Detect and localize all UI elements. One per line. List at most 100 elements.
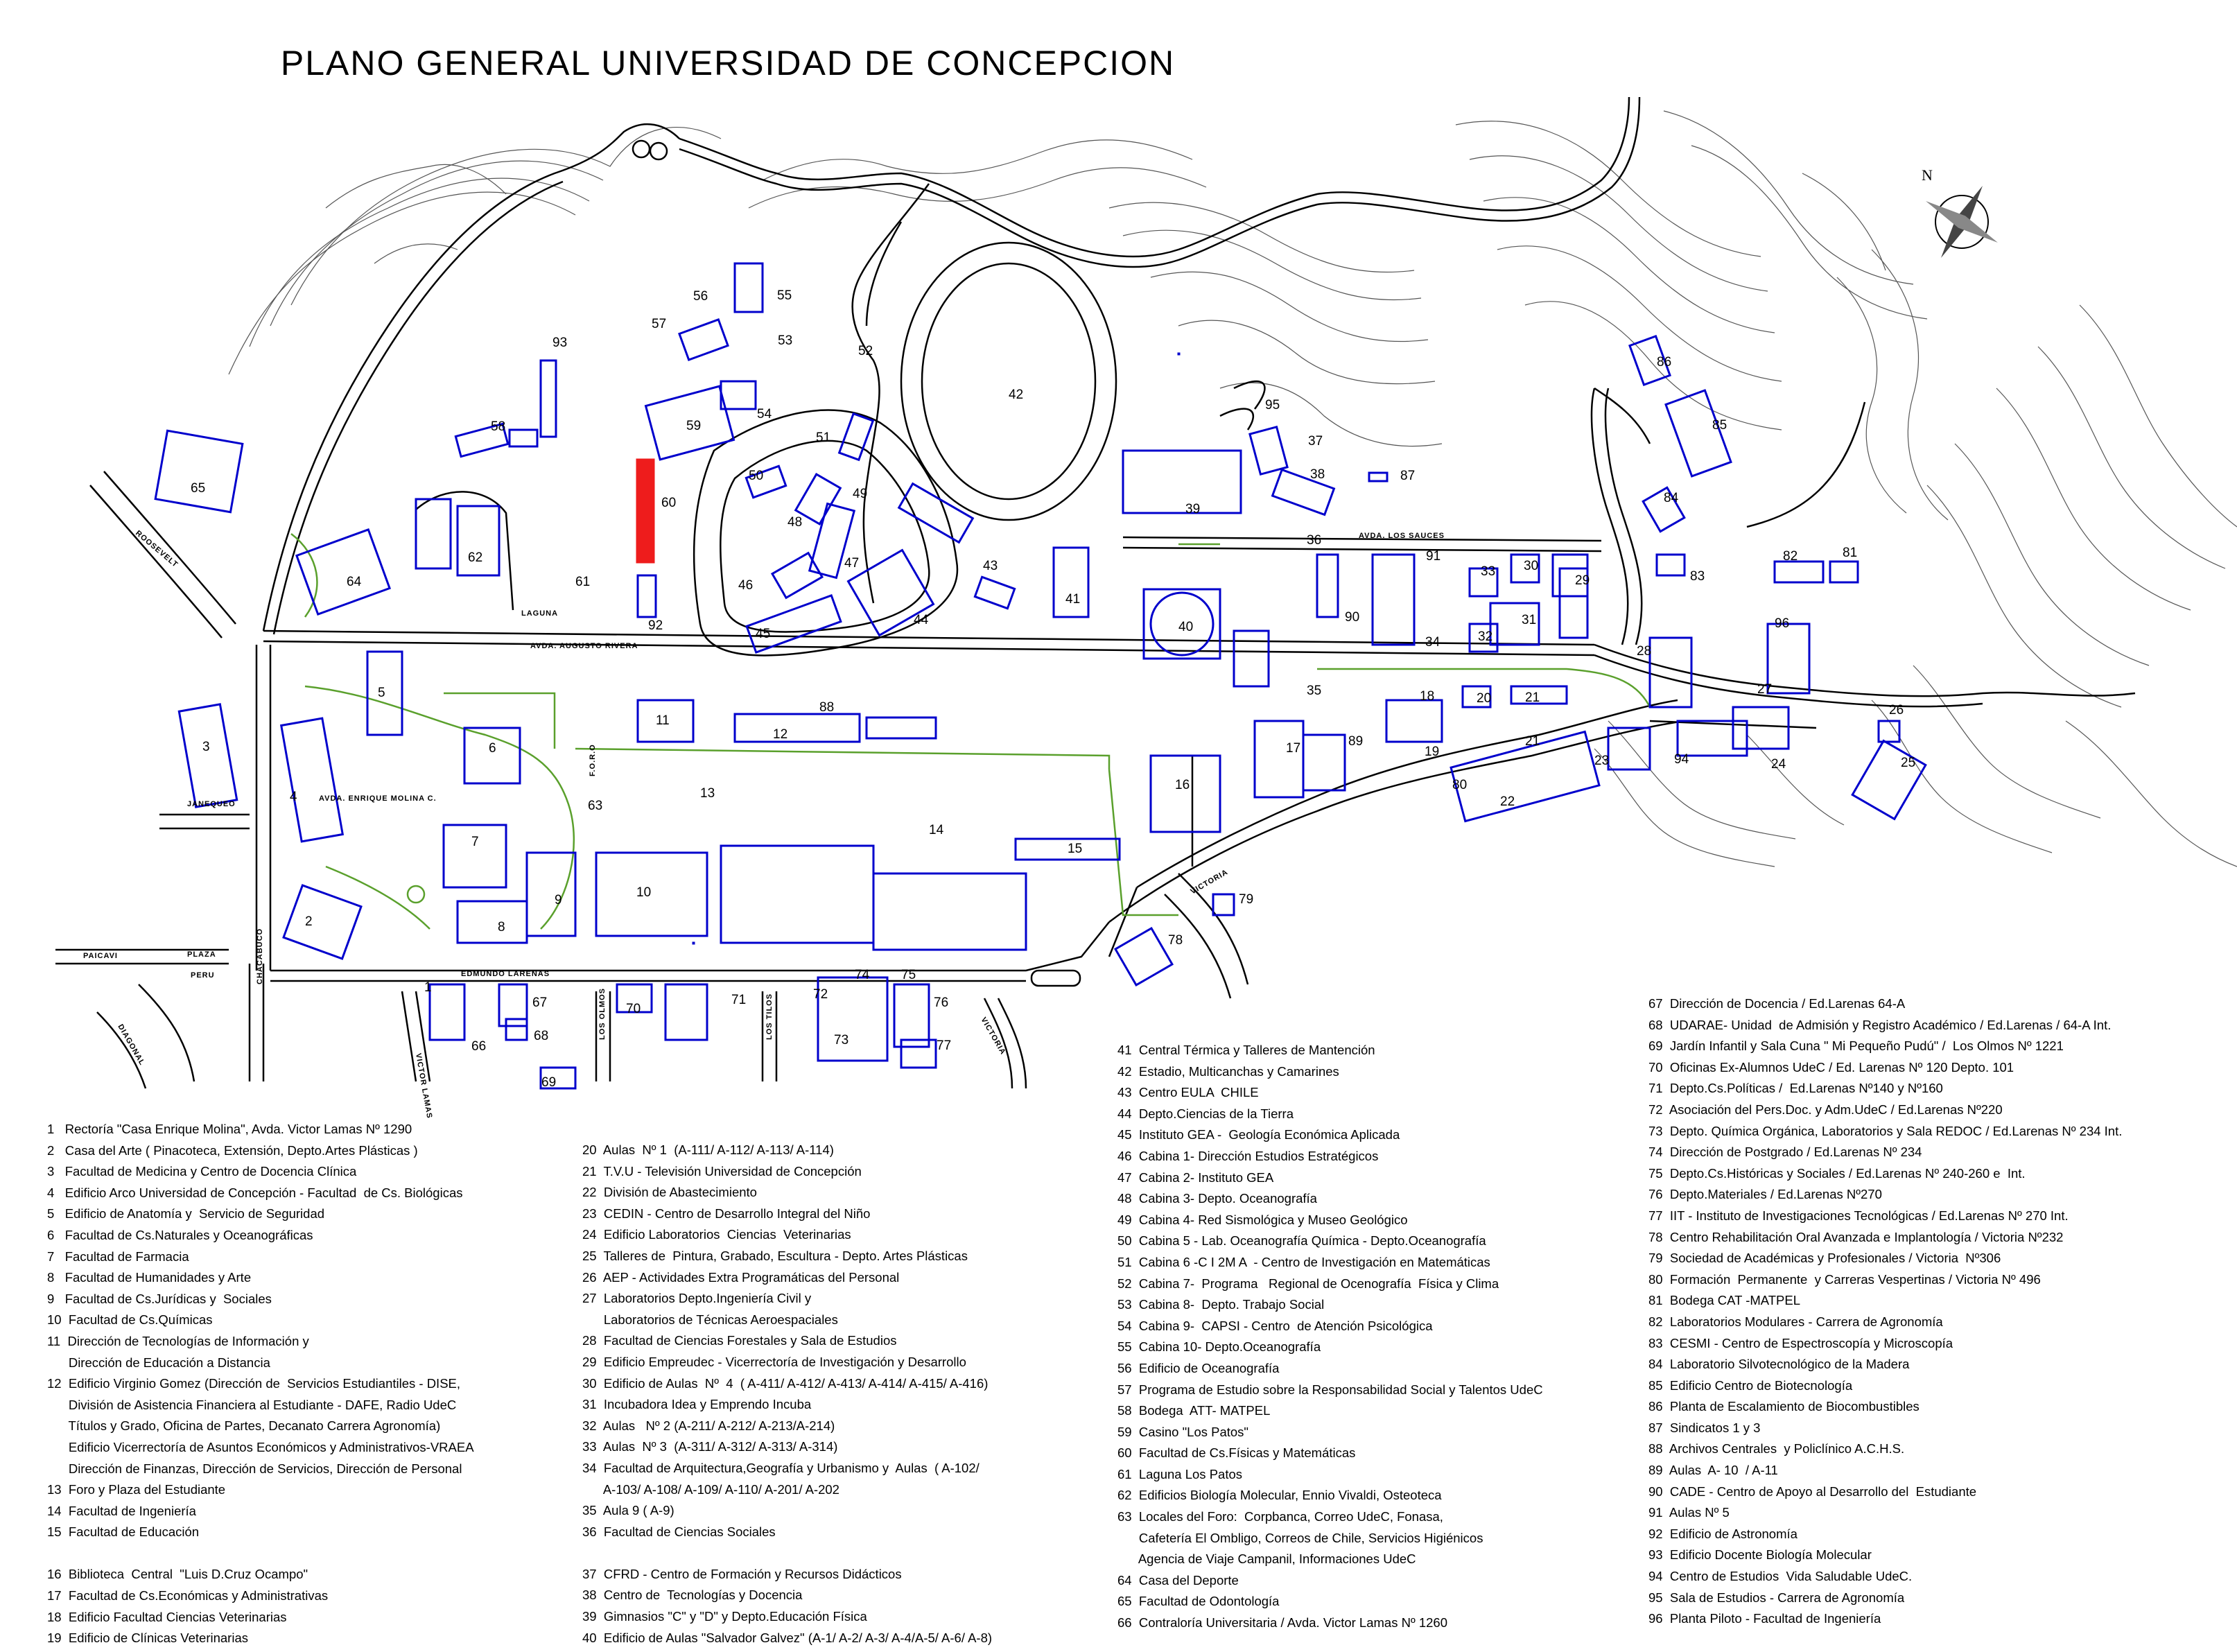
building-number-67[interactable]: 67 — [532, 995, 547, 1010]
building-number-64[interactable]: 64 — [347, 575, 362, 589]
building-number-13[interactable]: 13 — [700, 786, 715, 801]
building-number-35[interactable]: 35 — [1307, 684, 1321, 698]
building-number-93[interactable]: 93 — [552, 336, 567, 350]
building-number-24[interactable]: 24 — [1771, 757, 1786, 772]
building-number-75[interactable]: 75 — [901, 968, 916, 982]
building-number-91[interactable]: 91 — [1426, 549, 1440, 564]
building-number-63[interactable]: 63 — [588, 799, 602, 813]
building-number-41[interactable]: 41 — [1065, 592, 1080, 607]
building-number-78[interactable]: 78 — [1168, 933, 1183, 948]
legend-item: 21 T.V.U - Televisión Universidad de Con… — [582, 1163, 862, 1179]
building-number-23[interactable]: 23 — [1594, 754, 1609, 768]
building-number-39[interactable]: 39 — [1185, 502, 1200, 516]
building-number-73[interactable]: 73 — [834, 1033, 848, 1047]
building-number-31[interactable]: 31 — [1522, 613, 1536, 627]
building-number-34[interactable]: 34 — [1425, 635, 1440, 650]
building-number-68[interactable]: 68 — [534, 1029, 548, 1043]
building-number-3[interactable]: 3 — [202, 740, 210, 754]
building-number-53[interactable]: 53 — [778, 333, 792, 348]
building-number-45[interactable]: 45 — [756, 627, 770, 641]
building-number-48[interactable]: 48 — [787, 515, 802, 530]
building-number-40[interactable]: 40 — [1178, 620, 1193, 634]
building-number-32[interactable]: 32 — [1478, 629, 1492, 644]
building-number-80[interactable]: 80 — [1452, 778, 1467, 792]
building-number-28[interactable]: 28 — [1637, 644, 1651, 659]
building-number-72[interactable]: 72 — [813, 987, 828, 1002]
building-number-60[interactable]: 60 — [661, 496, 676, 510]
building-number-52[interactable]: 52 — [858, 344, 873, 358]
building-number-44[interactable]: 44 — [914, 613, 929, 627]
building-number-77[interactable]: 77 — [937, 1038, 951, 1053]
building-number-11[interactable]: 11 — [656, 713, 670, 728]
building-number-88[interactable]: 88 — [819, 700, 834, 715]
building-number-25[interactable]: 25 — [1901, 756, 1915, 770]
building-number-20[interactable]: 20 — [1477, 691, 1491, 706]
building-number-43[interactable]: 43 — [983, 559, 998, 573]
building-number-69[interactable]: 69 — [541, 1075, 556, 1090]
building-number-81[interactable]: 81 — [1843, 546, 1857, 560]
building-number-61[interactable]: 61 — [575, 575, 590, 589]
building-number-87[interactable]: 87 — [1400, 469, 1415, 483]
building-number-8[interactable]: 8 — [498, 920, 505, 934]
building-number-38[interactable]: 38 — [1310, 467, 1325, 482]
building-number-9[interactable]: 9 — [555, 893, 562, 907]
building-number-19[interactable]: 19 — [1425, 745, 1439, 759]
building-number-46[interactable]: 46 — [738, 578, 753, 593]
building-number-37[interactable]: 37 — [1308, 434, 1323, 449]
building-number-74[interactable]: 74 — [855, 968, 870, 982]
building-number-21[interactable]: 21 — [1525, 734, 1540, 749]
building-number-14[interactable]: 14 — [929, 823, 944, 837]
building-number-89[interactable]: 89 — [1348, 734, 1363, 749]
building-number-49[interactable]: 49 — [853, 487, 867, 501]
building-number-94[interactable]: 94 — [1674, 752, 1689, 767]
building-number-70[interactable]: 70 — [626, 1002, 641, 1016]
building-number-92[interactable]: 92 — [648, 618, 663, 633]
building-number-22[interactable]: 22 — [1500, 794, 1515, 809]
building-number-66[interactable]: 66 — [471, 1039, 486, 1054]
building-number-33[interactable]: 33 — [1481, 564, 1495, 579]
building-number-2[interactable]: 2 — [305, 914, 313, 929]
building-number-96[interactable]: 96 — [1775, 616, 1789, 631]
building-number-21[interactable]: 21 — [1525, 690, 1540, 705]
building-number-4[interactable]: 4 — [290, 790, 297, 804]
building-number-85[interactable]: 85 — [1712, 418, 1727, 433]
building-number-17[interactable]: 17 — [1286, 741, 1300, 756]
building-number-95[interactable]: 95 — [1265, 398, 1280, 412]
building-number-55[interactable]: 55 — [777, 288, 792, 303]
building-number-29[interactable]: 29 — [1575, 573, 1590, 588]
building-number-7[interactable]: 7 — [471, 835, 479, 849]
building-number-18[interactable]: 18 — [1420, 689, 1434, 704]
building-number-54[interactable]: 54 — [757, 407, 772, 421]
building-number-27[interactable]: 27 — [1757, 682, 1772, 697]
building-number-82[interactable]: 82 — [1783, 549, 1798, 564]
building-number-1[interactable]: 1 — [424, 980, 432, 995]
building-number-51[interactable]: 51 — [816, 431, 830, 445]
building-number-86[interactable]: 86 — [1657, 355, 1671, 369]
building-number-5[interactable]: 5 — [378, 686, 385, 700]
building-number-50[interactable]: 50 — [749, 469, 763, 483]
building-number-83[interactable]: 83 — [1690, 569, 1705, 584]
building-number-56[interactable]: 56 — [693, 289, 708, 304]
building-number-12[interactable]: 12 — [773, 727, 787, 742]
building-number-58[interactable]: 58 — [491, 419, 505, 434]
building-number-62[interactable]: 62 — [468, 550, 482, 565]
building-number-42[interactable]: 42 — [1009, 388, 1023, 402]
building-number-26[interactable]: 26 — [1889, 703, 1904, 718]
building-number-57[interactable]: 57 — [652, 317, 666, 331]
building-number-59[interactable]: 59 — [686, 419, 701, 433]
building-number-6[interactable]: 6 — [489, 741, 496, 756]
building-number-79[interactable]: 79 — [1239, 892, 1253, 907]
building-number-16[interactable]: 16 — [1175, 778, 1190, 792]
building-number-76[interactable]: 76 — [934, 995, 948, 1010]
building-number-90[interactable]: 90 — [1345, 610, 1359, 625]
building-60-highlight[interactable] — [636, 458, 655, 564]
building-number-36[interactable]: 36 — [1307, 533, 1321, 548]
building-number-10[interactable]: 10 — [636, 885, 651, 900]
building-number-47[interactable]: 47 — [844, 556, 859, 571]
building-number-71[interactable]: 71 — [731, 993, 746, 1007]
building-number-15[interactable]: 15 — [1068, 842, 1082, 856]
building-number-30[interactable]: 30 — [1524, 559, 1538, 573]
building-number-84[interactable]: 84 — [1664, 491, 1679, 505]
building-number-65[interactable]: 65 — [191, 481, 205, 496]
